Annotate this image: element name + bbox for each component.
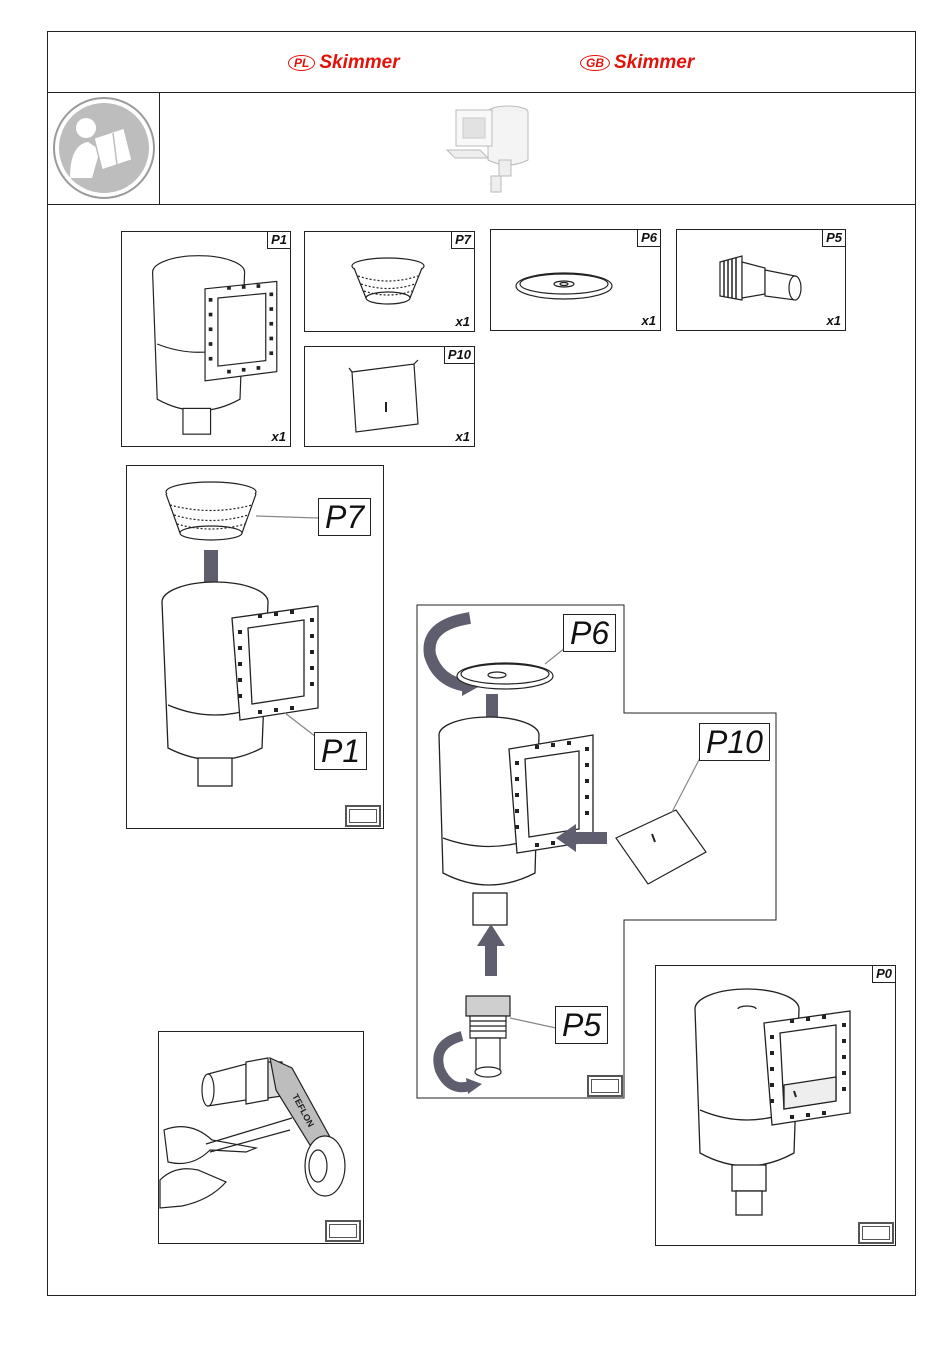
icon-cell-divider [159,92,160,204]
language-badge-pl: PL [288,55,315,71]
step1-number-box [345,805,381,827]
brand-title-text-gb: Skimmer [614,52,694,74]
step2-number-box [587,1075,623,1097]
brand-title-gb: GB Skimmer [580,52,694,74]
brand-title-pl: PL Skimmer [288,52,400,74]
part-qty-p6: x1 [642,313,656,328]
part-tag-p5: P5 [822,230,845,247]
brand-title-text-pl: Skimmer [319,52,399,74]
part-tag-p10: P10 [444,347,474,364]
part-qty-p10: x1 [456,429,470,444]
step3-number-box [325,1220,361,1242]
step2-callout-p10: P10 [699,723,770,761]
step3-box [158,1031,364,1244]
step2-callout-p6: P6 [563,614,616,652]
part-box-p7: P7 x1 [304,231,475,332]
step2-callout-p5: P5 [555,1006,608,1044]
part-box-p6: P6 x1 [490,229,661,331]
part-tag-p7: P7 [451,232,474,249]
part-tag-p1: P1 [267,232,290,249]
part-box-p10: P10 x1 [304,346,475,447]
part-qty-p7: x1 [456,314,470,329]
part-box-p5: P5 x1 [676,229,846,331]
language-badge-gb: GB [580,55,610,71]
part-box-p1: P1 x1 [121,231,291,447]
part-qty-p1: x1 [272,429,286,444]
subheader-divider [47,204,916,205]
part-tag-p6: P6 [637,230,660,247]
step1-callout-p7: P7 [318,498,371,536]
step1-callout-p1: P1 [314,732,367,770]
final-box-p0: P0 [655,965,896,1246]
final-tag-p0: P0 [872,966,895,983]
header-divider [47,92,916,93]
final-number-box [858,1222,894,1244]
part-qty-p5: x1 [827,313,841,328]
